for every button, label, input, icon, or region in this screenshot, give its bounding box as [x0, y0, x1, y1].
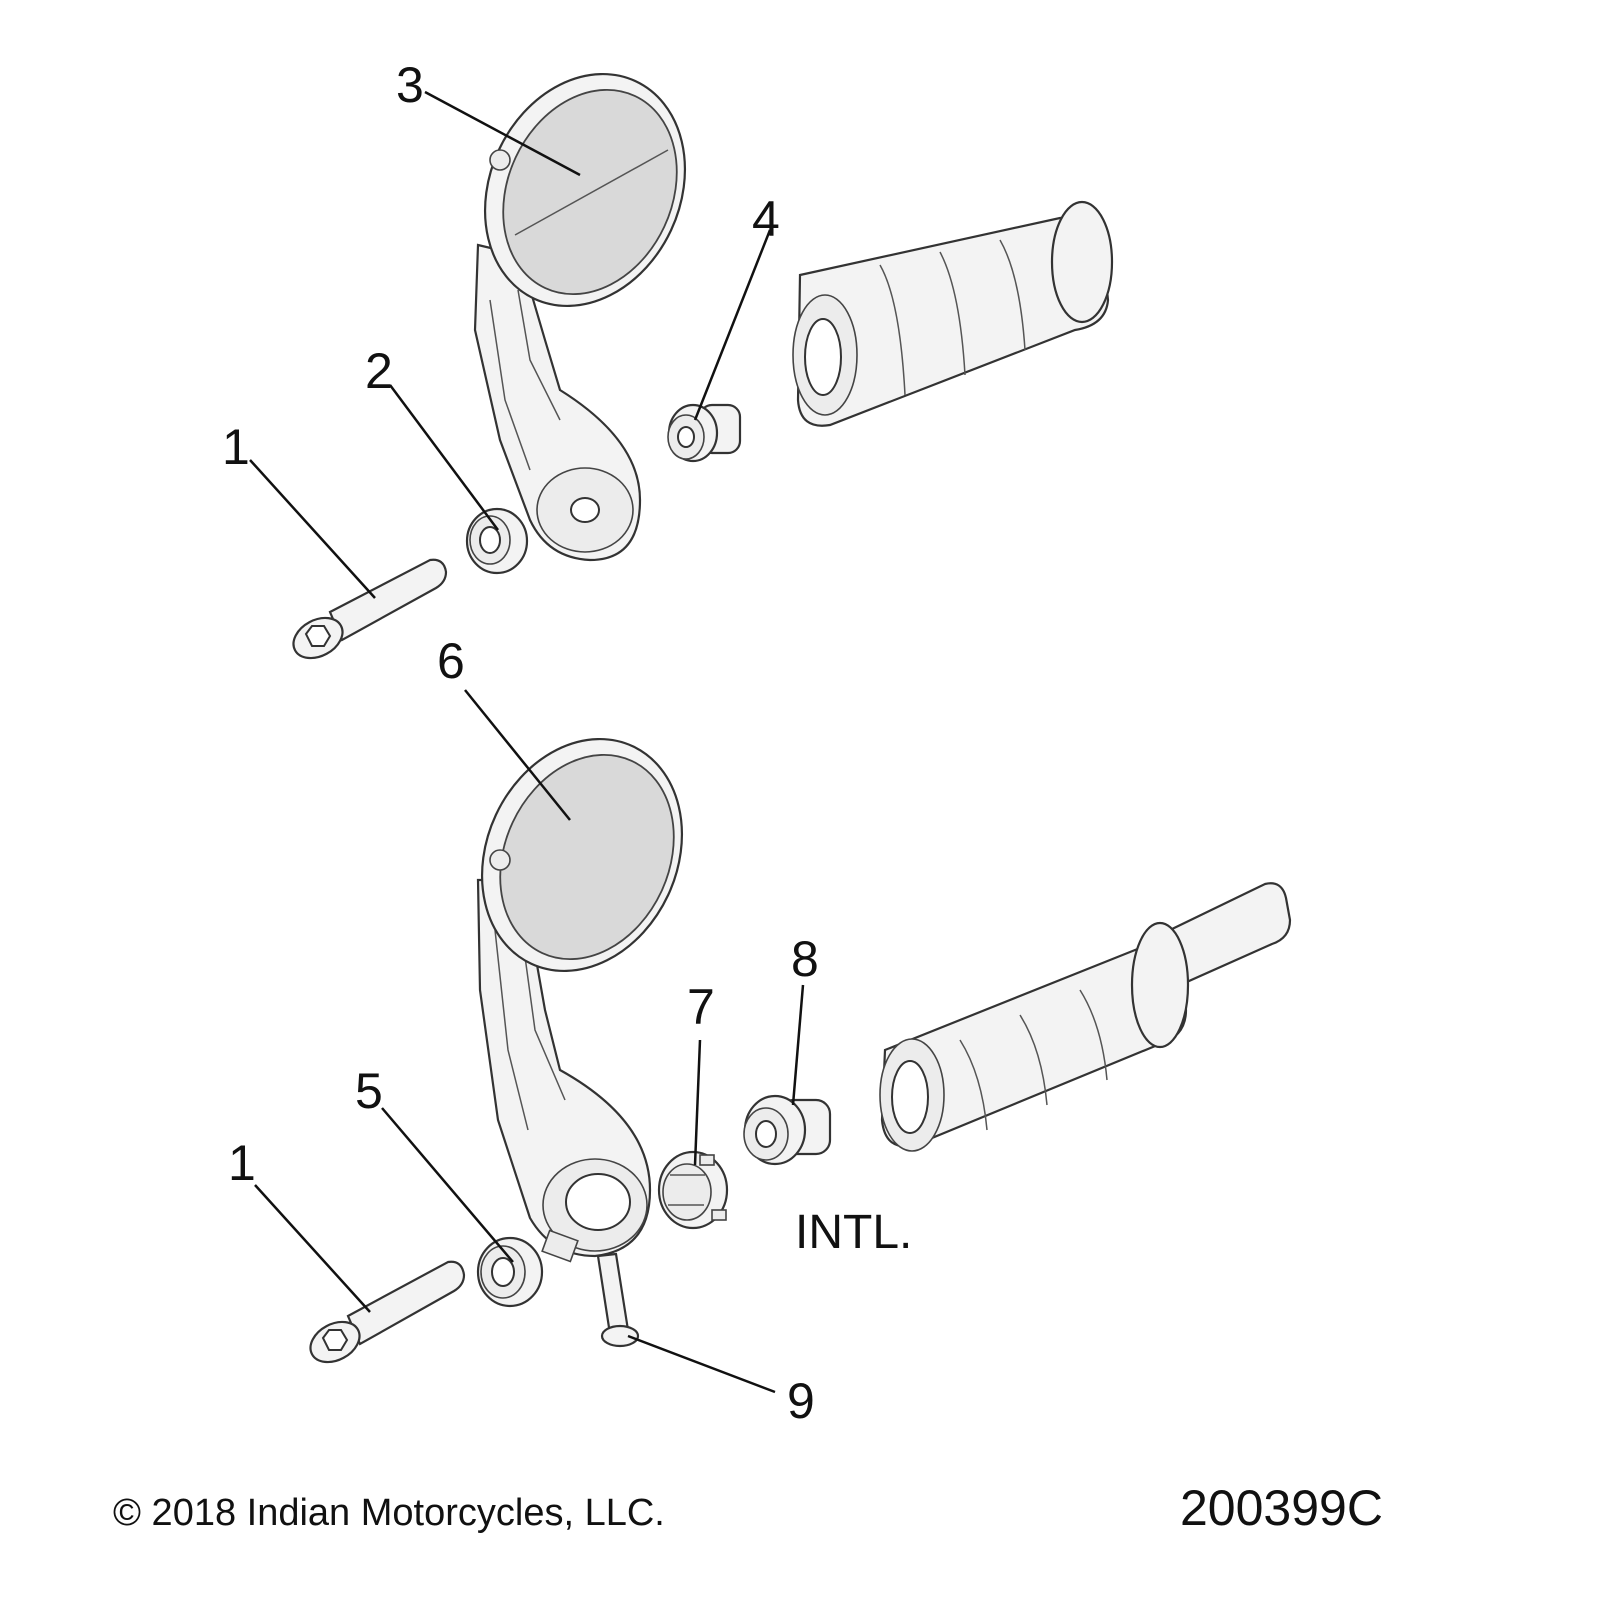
callout-9: 9 — [787, 1373, 815, 1429]
mirror-arm-bottom — [476, 878, 652, 1263]
callout-2: 2 — [365, 343, 393, 399]
leader-3 — [424, 90, 581, 177]
bar-end-plug-8 — [743, 1094, 832, 1166]
leader-1-top — [249, 459, 376, 599]
leader-9 — [627, 1334, 776, 1394]
set-screw-9 — [596, 1252, 640, 1348]
callout-6: 6 — [437, 633, 465, 689]
leader-4 — [693, 229, 772, 421]
drawing-number: 200399C — [1180, 1480, 1383, 1536]
callout-8: 8 — [791, 931, 819, 987]
top-assembly — [292, 72, 1114, 660]
leader-1-bottom — [254, 1184, 371, 1313]
callout-5: 5 — [355, 1063, 383, 1119]
mirror-head-top — [483, 72, 687, 308]
mirror-head-bottom — [480, 737, 684, 973]
callout-1-top: 1 — [222, 419, 250, 475]
bolt-bottom — [309, 1260, 466, 1364]
clamp-nut-7 — [657, 1150, 729, 1230]
grip-top — [792, 200, 1114, 427]
callout-4: 4 — [752, 191, 780, 247]
copyright-notice: © 2018 Indian Motorcycles, LLC. — [113, 1492, 665, 1534]
bolt-top — [292, 558, 448, 660]
leader-lines — [249, 90, 805, 1394]
region-note: INTL. — [795, 1206, 912, 1259]
leader-2 — [388, 384, 500, 531]
spacer-5 — [476, 1236, 544, 1308]
leader-5 — [381, 1107, 514, 1263]
grip-bottom — [879, 882, 1292, 1152]
leader-6 — [464, 689, 571, 821]
mirror-arm-top — [473, 243, 642, 562]
spacer-2 — [465, 507, 529, 575]
callout-1-bottom: 1 — [228, 1135, 256, 1191]
leader-7 — [693, 1039, 702, 1166]
bottom-assembly — [309, 737, 1292, 1364]
callout-3: 3 — [396, 57, 424, 113]
callout-7: 7 — [687, 979, 715, 1035]
callout-labels: 3 4 2 1 6 8 7 5 1 9 — [222, 57, 819, 1429]
leader-8 — [791, 984, 805, 1106]
bar-end-plug-4 — [667, 403, 742, 463]
